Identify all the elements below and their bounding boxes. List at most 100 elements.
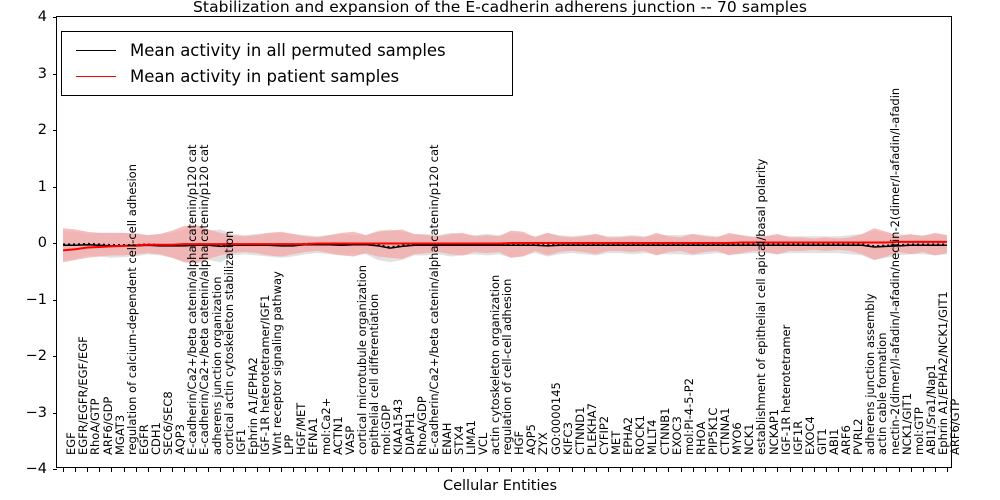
x-tick-mark (293, 467, 295, 472)
x-tick-mark (632, 467, 634, 472)
x-tick-mark (305, 467, 307, 472)
x-tick-mark (244, 467, 246, 472)
x-tick-label: cortical actin cytoskeleton stabilizatio… (221, 230, 236, 455)
x-tick-label: regulation of calcium-dependent cell-cel… (124, 164, 139, 455)
x-tick-label: ARF6/GTP (948, 398, 963, 455)
x-tick-mark (184, 467, 186, 472)
x-tick-mark (450, 467, 452, 472)
x-tick-mark (498, 467, 500, 472)
x-tick-mark (99, 467, 101, 472)
x-tick-mark (850, 467, 852, 472)
x-tick-mark (789, 467, 791, 472)
x-tick-mark (147, 467, 149, 472)
x-tick-mark (886, 467, 888, 472)
x-tick-mark (595, 467, 597, 472)
x-tick-mark (704, 467, 706, 472)
x-tick-mark (946, 467, 948, 472)
patient-mean-line (62, 240, 947, 252)
x-tick-mark (837, 467, 839, 472)
x-tick-label: regulation of cell-cell adhesion (500, 278, 515, 455)
x-tick-mark (813, 467, 815, 472)
x-tick-mark (389, 467, 391, 472)
y-tick-mark (52, 130, 57, 131)
y-tick-mark (52, 73, 57, 75)
x-tick-mark (910, 467, 912, 472)
legend-line-permuted-icon (76, 49, 116, 51)
x-tick-mark (801, 467, 803, 472)
x-tick-mark (898, 467, 900, 472)
x-tick-mark (668, 467, 670, 472)
x-tick-mark (680, 467, 682, 472)
x-tick-mark (377, 467, 379, 472)
x-tick-mark (438, 467, 440, 472)
y-tick-mark (52, 299, 57, 301)
x-tick-mark (232, 467, 234, 472)
x-tick-mark (256, 467, 258, 472)
y-tick-label: −2 (25, 348, 47, 364)
y-tick-label: 4 (37, 9, 47, 25)
x-tick-mark (656, 467, 658, 472)
x-tick-mark (220, 467, 222, 472)
y-tick-label: −4 (25, 461, 47, 477)
y-tick-mark (52, 186, 57, 188)
x-tick-mark (159, 467, 161, 472)
x-tick-mark (934, 467, 936, 472)
x-tick-mark (559, 467, 561, 472)
x-tick-mark (583, 467, 585, 472)
x-tick-mark (414, 467, 416, 472)
x-tick-mark (135, 467, 137, 472)
legend-label-permuted: Mean activity in all permuted samples (130, 40, 446, 60)
y-tick-label: 2 (37, 122, 47, 138)
x-tick-mark (644, 467, 646, 472)
x-tick-mark (462, 467, 464, 472)
x-tick-mark (922, 467, 924, 472)
legend: Mean activity in all permuted samples Me… (61, 31, 513, 96)
legend-entry: Mean activity in all permuted samples (70, 37, 500, 63)
x-tick-mark (268, 467, 270, 472)
x-tick-mark (123, 467, 125, 472)
x-tick-mark (874, 467, 876, 472)
x-tick-mark (402, 467, 404, 472)
x-tick-mark (329, 467, 331, 472)
x-tick-mark (63, 467, 65, 472)
y-tick-label: 1 (37, 178, 47, 195)
x-tick-mark (825, 467, 827, 472)
y-tick-mark (52, 243, 57, 244)
x-tick-mark (765, 467, 767, 472)
x-tick-mark (208, 467, 210, 472)
legend-entry: Mean activity in patient samples (70, 63, 500, 89)
x-tick-mark (535, 467, 537, 472)
x-tick-mark (607, 467, 609, 472)
x-tick-mark (426, 467, 428, 472)
x-tick-mark (753, 467, 755, 472)
y-tick-label: −3 (25, 404, 47, 421)
y-tick-label: 0 (37, 235, 47, 251)
permuted-mean-line (63, 243, 947, 249)
x-tick-mark (365, 467, 367, 472)
x-tick-mark (281, 467, 282, 472)
x-tick-mark (75, 467, 77, 472)
x-tick-mark (486, 467, 488, 472)
x-tick-mark (620, 467, 622, 472)
x-tick-mark (317, 467, 319, 472)
x-tick-mark (777, 467, 779, 472)
x-tick-mark (547, 467, 549, 472)
x-tick-mark (741, 467, 743, 472)
x-tick-mark (716, 467, 718, 472)
y-tick-mark (52, 17, 57, 18)
y-tick-label: −1 (25, 291, 47, 308)
x-tick-mark (353, 467, 355, 472)
x-tick-label: Wnt receptor signaling pathway (270, 271, 285, 455)
series-svg (62, 224, 947, 264)
x-tick-mark (87, 467, 89, 472)
x-tick-mark (571, 467, 573, 472)
y-tick-mark (52, 469, 57, 470)
y-tick-mark (52, 412, 57, 414)
x-tick-label: E-cadherin/Ca2+/beta catenin/alpha caten… (427, 144, 442, 455)
legend-label-patient: Mean activity in patient samples (130, 66, 400, 86)
x-tick-mark (729, 467, 730, 472)
x-tick-mark (474, 467, 476, 472)
y-tick-label: 3 (37, 65, 47, 82)
x-tick-mark (172, 467, 174, 472)
